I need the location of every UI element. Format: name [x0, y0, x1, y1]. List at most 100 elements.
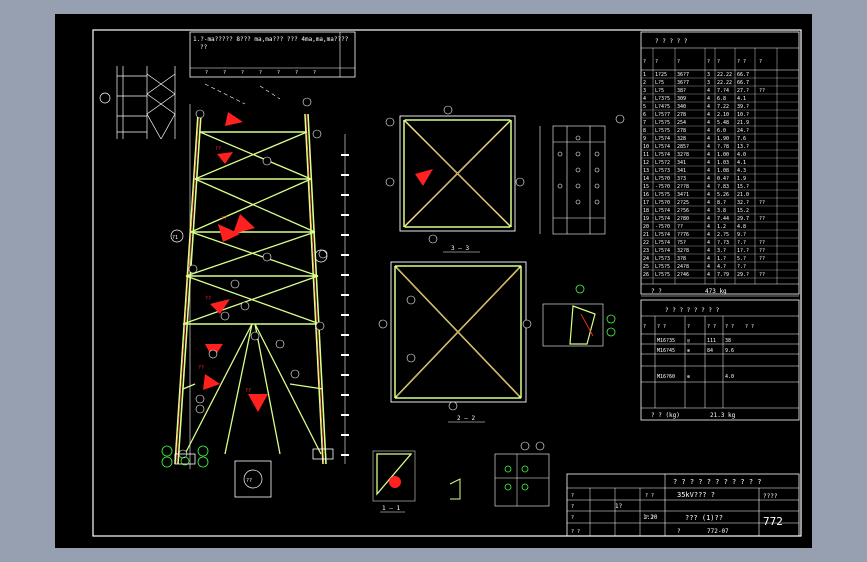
parts-cell: 4 [707, 184, 710, 190]
parts-cell: 29.7 [737, 216, 749, 222]
parts-cell: L?5?0 [655, 176, 670, 182]
parts-cell: 7.22 [717, 104, 729, 110]
parts-cell: 6 [643, 112, 646, 118]
parts-cell: 2 [643, 80, 646, 86]
parts-cell: ?5? [677, 240, 686, 246]
parts-cell: 1.90 [717, 136, 729, 142]
parts-cell: 4 [707, 264, 710, 270]
parts-cell: 4 [707, 192, 710, 198]
parts-cell: 26 [643, 272, 649, 278]
parts-cell: 38? [677, 88, 686, 94]
parts-cell: ?.83 [717, 184, 729, 190]
parts-cell: L?5 [655, 88, 664, 94]
parts-cell: ?.? [737, 240, 746, 246]
parts-cell: 66.7 [737, 72, 749, 78]
svg-text:?: ? [205, 70, 208, 76]
parts-cell: 4 [707, 152, 710, 158]
parts-cell: 4 [707, 248, 710, 254]
parts-cell: 4 [707, 256, 710, 262]
parts-cell: L?5?0 [655, 200, 670, 206]
parts-cell: 21 [643, 232, 649, 238]
parts-cell: 39.? [737, 104, 749, 110]
parts-cell: 23 [643, 248, 649, 254]
parts-cell: 4 [643, 96, 646, 102]
svg-text:??: ?? [245, 388, 251, 394]
section-label-1-1: 1 — 1 [382, 505, 400, 512]
parts-cell: 19 [643, 216, 649, 222]
parts-cell: 24.? [737, 128, 749, 134]
svg-text:?: ? [277, 70, 280, 76]
parts-cell: 278 [677, 128, 686, 134]
parts-cell: ?.?8 [717, 144, 729, 150]
title-code: 772-07 [707, 528, 729, 535]
title-left-label: ? [571, 515, 574, 521]
parts-col-header: ? ? [737, 59, 746, 65]
parts-cell: L?4?5 [655, 104, 670, 110]
parts-cell: L?5?4 [655, 248, 670, 254]
bolt-cell: ◎ [687, 338, 690, 344]
parts-cell: 15.2 [737, 208, 749, 214]
parts-total-value: 473 kg [705, 288, 727, 295]
parts-cell: L?5?4 [655, 144, 670, 150]
parts-cell: L?5?4 [655, 232, 670, 238]
parts-total-label: ? ? [651, 288, 662, 295]
svg-text:?: ? [295, 70, 298, 76]
parts-cell: L?5?7 [655, 112, 670, 118]
parts-cell: ?.? [737, 264, 746, 270]
parts-col-header: ? [717, 59, 720, 65]
parts-cell: L?5?5 [655, 272, 670, 278]
parts-cell: 4 [707, 240, 710, 246]
bolt-cell: 111 [707, 338, 716, 344]
parts-cell: 13.? [737, 144, 749, 150]
parts-cell: 25 [643, 264, 649, 270]
parts-cell: 4 [707, 216, 710, 222]
bolt-col-header: ? [687, 324, 690, 330]
parts-cell: L?5?4 [655, 136, 670, 142]
svg-text:?1: ?1 [172, 235, 178, 241]
parts-cell: 13 [643, 168, 649, 174]
key-diagram [99, 66, 176, 140]
parts-cell: 18 [643, 208, 649, 214]
title-left-label: ? [571, 504, 574, 510]
title-scale: 1:20 [643, 514, 658, 521]
parts-cell: 4 [707, 128, 710, 134]
parts-cell: 15.? [737, 184, 749, 190]
parts-cell: 4 [707, 144, 710, 150]
parts-cell: L?5?5 [655, 128, 670, 134]
bolt-table-title: ? ? ? ? ? ? ? ? [665, 307, 720, 314]
parts-cell: L?5?4 [655, 240, 670, 246]
parts-cell: 4 [707, 272, 710, 278]
parts-cell: 24?8 [677, 264, 689, 270]
parts-cell: 6.8 [717, 96, 726, 102]
parts-cell: 66.7 [737, 80, 749, 86]
parts-cell: 3.? [717, 248, 726, 254]
parts-cell: 29.? [737, 272, 749, 278]
parts-cell: -?5?0 [655, 224, 670, 230]
parts-col-header: ? [655, 59, 658, 65]
parts-cell: 4.0 [737, 152, 746, 158]
north-marker-circle [99, 92, 111, 104]
parts-cell: 21.0 [737, 192, 749, 198]
parts-cell: 10.? [737, 112, 749, 118]
parts-cell: 4 [707, 120, 710, 126]
bolt-cell: M16?35 [657, 338, 675, 344]
parts-cell: 2?80 [677, 216, 689, 222]
parts-cell: 22.22 [717, 80, 732, 86]
parts-cell: 4 [707, 168, 710, 174]
notes-box: 1.?-ma????? 8??? ma,ma??? ??? 4ma,ma,ma?… [189, 31, 356, 78]
parts-cell: 7.44 [717, 216, 729, 222]
parts-cell: 4 [707, 200, 710, 206]
gusset-detail [542, 284, 616, 347]
parts-cell: 340 [677, 104, 686, 110]
parts-col-header: ? [643, 59, 646, 65]
title-left-label: ? ? [571, 529, 580, 535]
parts-cell: 5.26 [717, 192, 729, 198]
parts-cell: ?? [759, 248, 765, 254]
section-label-3-3: 3 — 3 [451, 245, 469, 252]
title-left-label: ? ? [645, 493, 654, 499]
bolt-col-header: ? [643, 324, 646, 330]
parts-cell: ?? [759, 240, 765, 246]
section-3-3: 3 — 3 [385, 105, 525, 253]
parts-cell: L?5?3 [655, 168, 670, 174]
